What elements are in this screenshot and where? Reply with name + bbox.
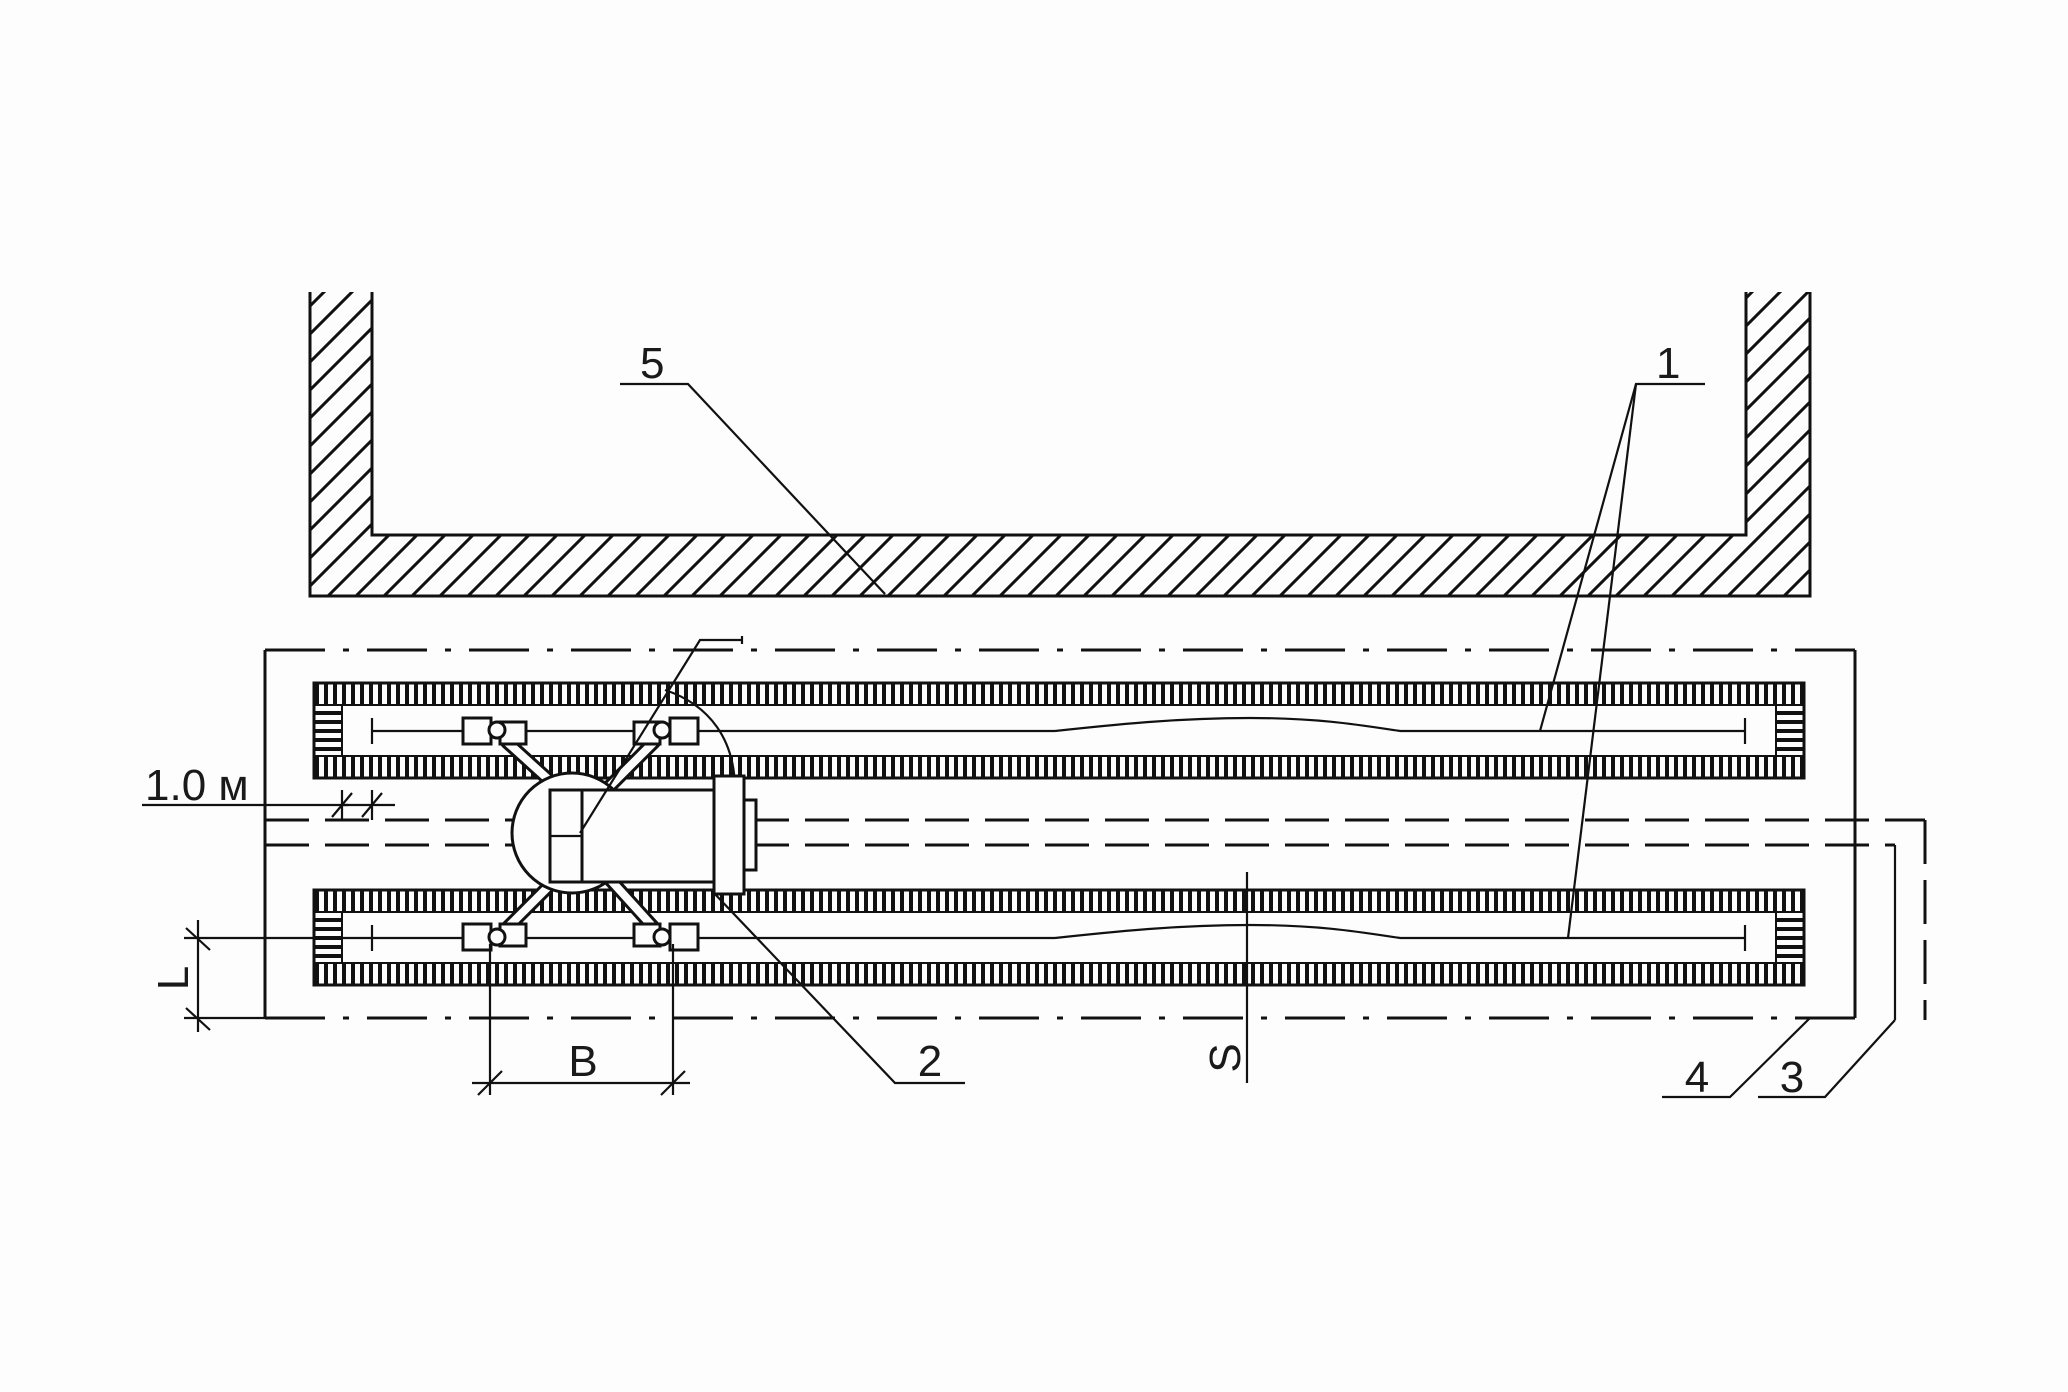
leader-lines — [579, 382, 1896, 1099]
pit-walls — [308, 292, 1812, 598]
label-4: 4 — [1685, 1053, 1709, 1102]
dimension-clearance — [142, 790, 395, 820]
zone-boundary-4 — [263, 648, 1857, 1020]
label-clearance: 1.0 м — [145, 761, 249, 810]
platform-lower — [312, 888, 1806, 987]
label-5: 5 — [640, 339, 664, 388]
label-3: 3 — [1780, 1053, 1804, 1102]
dimension-L — [184, 920, 372, 1032]
label-L: L — [149, 966, 198, 990]
label-S: S — [1201, 1043, 1250, 1072]
label-1: 1 — [1656, 339, 1680, 388]
label-2: 2 — [918, 1037, 942, 1086]
label-B: B — [568, 1037, 597, 1086]
dimension-B — [472, 944, 690, 1096]
crane-swing-arc — [664, 688, 737, 791]
crane-2 — [461, 716, 758, 952]
